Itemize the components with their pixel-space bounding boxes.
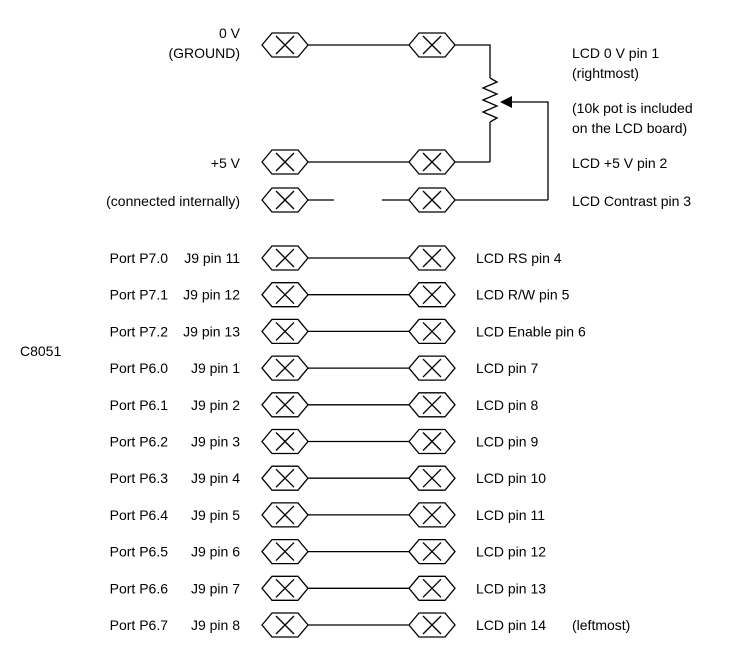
lcd-pin-label: LCD pin 11 [476, 507, 545, 523]
ground-label-name: (GROUND) [168, 45, 240, 61]
board-connector [261, 355, 309, 381]
lcd-pin-label: LCD R/W pin 5 [476, 287, 570, 303]
lcd-connector [408, 612, 456, 638]
lcd-pin-label: LCD pin 9 [476, 434, 538, 450]
lcd-ground-label: LCD 0 V pin 1 [572, 45, 659, 61]
lcd-connector [408, 318, 456, 345]
signal-row: Port P6.0 J9 pin 1 LCD pin 7 [110, 355, 538, 381]
board-connector [261, 428, 309, 455]
signal-row: Port P6.3 J9 pin 4 LCD pin 10 [110, 465, 546, 491]
lcd-supply-label: LCD +5 V pin 2 [572, 155, 668, 171]
board-connector [261, 575, 309, 601]
lcd-connector [408, 245, 456, 271]
port-label: Port P6.3 [110, 470, 169, 486]
ground-left-connector [261, 32, 309, 58]
board-connector [261, 612, 309, 638]
potentiometer [481, 77, 549, 200]
lcd-connector [408, 355, 456, 381]
lcd-pin-label: LCD Enable pin 6 [476, 323, 586, 339]
signal-row: Port P7.2 J9 pin 13 LCD Enable pin 6 [110, 318, 586, 345]
supply-row: +5 V LCD +5 V pin 2 [211, 149, 668, 175]
signal-row: Port P7.1 J9 pin 12 LCD R/W pin 5 [110, 282, 570, 308]
j9-pin-label: J9 pin 11 [184, 250, 240, 266]
ground-right-connector [408, 32, 456, 58]
j9-pin-label: J9 pin 2 [191, 397, 240, 413]
port-label: Port P7.0 [110, 250, 169, 266]
lcd-connector [408, 575, 456, 601]
pot-wiper-wire [510, 101, 549, 200]
signal-row: Port P6.5 J9 pin 6 LCD pin 12 [110, 538, 546, 565]
board-connector [261, 538, 309, 565]
signal-row: Port P6.2 J9 pin 3 LCD pin 9 [110, 428, 538, 455]
j9-pin-label: J9 pin 3 [191, 434, 240, 450]
pot-resistor-zigzag [481, 77, 499, 123]
j9-pin-label: J9 pin 1 [191, 360, 240, 376]
board-connector [261, 502, 309, 528]
j9-pin-label: J9 pin 13 [183, 323, 240, 339]
lcd-ground-position: (rightmost) [572, 65, 639, 81]
lcd-connector [408, 392, 456, 418]
port-label: Port P6.7 [110, 617, 169, 633]
ground-to-pot-wire [455, 44, 491, 78]
board-connector [261, 282, 309, 308]
lcd-pin-label: LCD pin 13 [476, 580, 546, 596]
ground-row: 0 V (GROUND) LCD 0 V pin 1 (rightmost) [168, 25, 659, 81]
supply-left-connector [261, 149, 309, 175]
lcd-pin-label: LCD pin 12 [476, 544, 546, 560]
lcd-pin-label: LCD pin 8 [476, 397, 538, 413]
board-connector [261, 245, 309, 271]
lcd-pin-note: (leftmost) [572, 617, 630, 633]
j9-pin-label: J9 pin 4 [191, 470, 240, 486]
lcd-contrast-label: LCD Contrast pin 3 [572, 193, 691, 209]
ground-label-voltage: 0 V [219, 25, 241, 41]
signal-row: Port P6.6 J9 pin 7 LCD pin 13 [110, 575, 546, 601]
port-label: Port P6.2 [110, 434, 169, 450]
board-connector [261, 392, 309, 418]
supply-label: +5 V [211, 155, 241, 171]
j9-pin-label: J9 pin 8 [191, 617, 240, 633]
lcd-pin-label: LCD pin 14 [476, 617, 546, 633]
contrast-row: (connected internally) LCD Contrast pin … [106, 187, 691, 213]
board-connector [261, 318, 309, 345]
lcd-connector [408, 428, 456, 455]
pot-note-line2: on the LCD board) [572, 120, 687, 136]
board-connector [261, 465, 309, 491]
signal-row: Port P6.7 J9 pin 8 LCD pin 14 (leftmost) [110, 612, 630, 638]
port-label: Port P7.2 [110, 323, 169, 339]
j9-pin-label: J9 pin 7 [191, 580, 240, 596]
j9-pin-label: J9 pin 5 [191, 507, 240, 523]
port-label: Port P6.1 [110, 397, 169, 413]
signal-row: Port P7.0 J9 pin 11 LCD RS pin 4 [110, 245, 562, 271]
lcd-connector [408, 502, 456, 528]
j9-pin-label: J9 pin 6 [191, 544, 240, 560]
contrast-left-label: (connected internally) [106, 193, 240, 209]
supply-right-connector [408, 149, 456, 175]
lcd-pin-label: LCD RS pin 4 [476, 250, 562, 266]
lcd-pin-label: LCD pin 7 [476, 360, 538, 376]
signal-row: Port P6.1 J9 pin 2 LCD pin 8 [110, 392, 538, 418]
pot-wiper-arrow [500, 96, 512, 108]
board-label: C8051 [20, 343, 61, 359]
contrast-left-connector [261, 187, 309, 213]
lcd-pin-label: LCD pin 10 [476, 470, 546, 486]
j9-pin-label: J9 pin 12 [183, 287, 240, 303]
contrast-right-connector [408, 187, 456, 213]
signal-row: Port P6.4 J9 pin 5 LCD pin 11 [110, 502, 545, 528]
pot-note-line1: (10k pot is included [572, 100, 693, 116]
port-label: Port P6.4 [110, 507, 169, 523]
port-label: Port P6.0 [110, 360, 169, 376]
lcd-connector [408, 282, 456, 308]
port-label: Port P6.5 [110, 544, 169, 560]
lcd-connector [408, 538, 456, 565]
lcd-connector [408, 465, 456, 491]
port-label: Port P7.1 [110, 287, 169, 303]
port-label: Port P6.6 [110, 580, 169, 596]
